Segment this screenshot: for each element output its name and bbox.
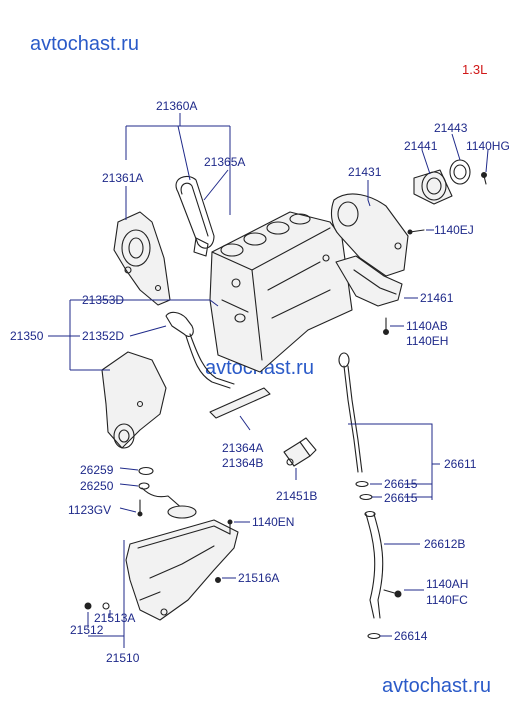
label-21364A[interactable]: 21364A [222,441,263,455]
leader-lines [48,113,489,648]
label-1140EN[interactable]: 1140EN [252,515,294,529]
label-26611[interactable]: 26611 [444,457,477,471]
lower-timing-cover[interactable] [101,351,167,449]
label-1140AB[interactable]: 1140AB [406,319,448,333]
bolt-1140ab[interactable] [383,317,389,335]
bolt-1140ej[interactable] [407,229,425,235]
label-21516A[interactable]: 21516A [238,571,279,585]
watermark-bottom: avtochast.ru [382,675,491,697]
label-26612B[interactable]: 26612B [424,537,465,551]
bolt-1140en[interactable] [227,519,233,535]
bolt-1140hg[interactable] [481,172,487,185]
oil-level-gauge-guide[interactable] [364,510,384,619]
drain-plug-21512[interactable] [84,602,92,610]
gasket-21513a[interactable] [102,602,110,610]
label-1140HG[interactable]: 1140HG [466,139,510,153]
oil-pan[interactable] [125,519,239,621]
label-1140AH[interactable]: 1140AH [426,577,468,591]
rear-plate[interactable] [330,193,409,277]
label-21352D[interactable]: 21352D [82,329,124,343]
label-1140FC[interactable]: 1140FC [426,593,468,607]
bolt-1123gv[interactable] [137,499,143,517]
oil-level-gauge[interactable] [338,352,363,473]
o-ring-26615-upper[interactable] [355,480,369,488]
label-21510[interactable]: 21510 [106,651,140,665]
watermark-top: avtochast.ru [30,33,139,55]
engine-block[interactable] [209,211,353,373]
label-21353D[interactable]: 21353D [82,293,124,307]
label-26250[interactable]: 26250 [80,479,114,493]
bolt-1140ah[interactable] [383,589,402,598]
rear-oil-seal-housing[interactable] [413,169,453,205]
oil-strainer[interactable] [138,482,197,519]
label-26259[interactable]: 26259 [80,463,114,477]
bolt-21516a[interactable] [215,577,221,583]
label-21441[interactable]: 21441 [404,139,438,153]
label-21512[interactable]: 21512 [70,623,104,637]
o-ring-26614[interactable] [367,632,381,640]
label-26614[interactable]: 26614 [394,629,428,643]
label-21513A[interactable]: 21513A [94,611,135,625]
timing-cover-gasket[interactable] [165,311,235,389]
bracket-21451b[interactable] [283,437,317,467]
label-1140EJ[interactable]: 1140EJ [434,223,474,237]
o-ring-26615-lower[interactable] [359,493,373,501]
label-21364B[interactable]: 21364B [222,456,263,470]
label-21361A[interactable]: 21361A [102,171,143,185]
dust-cover-plate[interactable] [335,255,403,307]
label-21431[interactable]: 21431 [348,165,382,179]
label-21360A[interactable]: 21360A [156,99,197,113]
label-26615-lower[interactable]: 26615 [384,491,418,505]
label-21443[interactable]: 21443 [434,121,468,135]
part-labels: 21360A 21361A 21365A 21431 21441 21443 1… [10,99,510,665]
label-1140EH[interactable]: 1140EH [406,334,448,348]
label-21365A[interactable]: 21365A [204,155,245,169]
label-21350[interactable]: 21350 [10,329,44,343]
label-1123GV[interactable]: 1123GV [68,503,111,517]
label-26615-upper[interactable]: 26615 [384,477,418,491]
rear-oil-seal[interactable] [449,159,471,185]
engine-label: 1.3L [462,62,487,77]
label-21461[interactable]: 21461 [420,291,454,305]
gasket-26259[interactable] [138,466,154,476]
oil-seal-strip[interactable] [209,387,271,419]
upper-timing-cover[interactable] [113,211,171,306]
label-21451B[interactable]: 21451B [276,489,317,503]
timing-belt[interactable] [175,175,215,257]
